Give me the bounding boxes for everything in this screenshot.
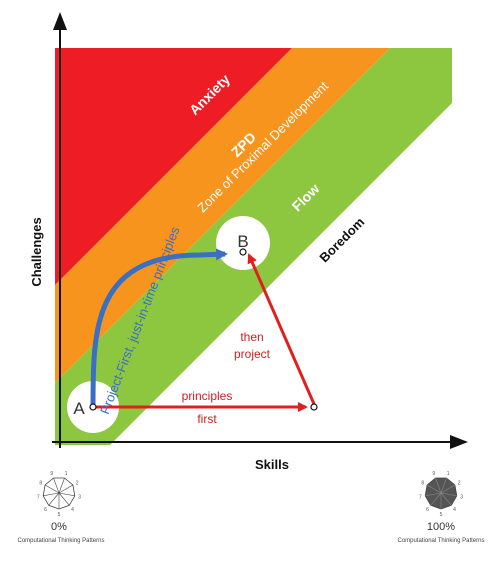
then-project-arrow xyxy=(247,253,316,405)
first-label: first xyxy=(197,412,217,426)
gauge-spoke xyxy=(440,484,456,494)
gauge-spoke xyxy=(440,477,447,494)
zpd-zone xyxy=(55,48,390,383)
gauge-spoke xyxy=(43,492,60,497)
gauge-spoke xyxy=(58,477,65,494)
gauge-spoke-label: 7 xyxy=(419,494,422,500)
gauge-spoke xyxy=(48,492,60,506)
gauge-spoke-label: 7 xyxy=(37,494,40,500)
principles-label: principles xyxy=(182,389,233,403)
right-gauge-percent: 100% xyxy=(427,521,455,533)
gauge-spoke-label: 4 xyxy=(71,507,74,513)
gauge-spoke xyxy=(44,484,60,494)
project-first-path xyxy=(90,248,228,408)
gauge-spoke xyxy=(58,492,75,497)
gauge-spoke-label: 8 xyxy=(421,480,424,486)
gauge-spoke xyxy=(426,484,442,494)
left-gauge-caption: Computational Thinking Patterns xyxy=(18,538,105,544)
gauge-spoke-label: 6 xyxy=(44,507,47,513)
right-gauge-caption: Computational Thinking Patterns xyxy=(398,538,485,544)
y-axis-arrowhead xyxy=(53,12,67,30)
gauge-spoke-label: 2 xyxy=(76,480,79,486)
gauge-spoke xyxy=(430,492,442,506)
left-gauge-percent: 0% xyxy=(51,521,67,533)
gauge-spoke xyxy=(425,492,442,497)
point-b-marker xyxy=(239,248,247,256)
gauge-spoke-label: 3 xyxy=(78,494,81,500)
point-b-label: B xyxy=(237,232,248,251)
y-axis-label: Challenges xyxy=(29,217,44,286)
gauge-spoke-label: 2 xyxy=(458,480,461,486)
gauge-spoke xyxy=(58,484,74,494)
gauge-spoke-label: 9 xyxy=(432,471,435,477)
then-label: then xyxy=(240,330,263,344)
x-axis-label: Skills xyxy=(255,457,289,472)
gauge-spoke-label: 5 xyxy=(58,512,61,518)
anxiety-zone xyxy=(55,48,292,285)
x-axis-arrowhead xyxy=(450,435,468,449)
gauge-spoke xyxy=(440,492,452,506)
gauge-spoke xyxy=(53,477,60,494)
gauge-spoke-label: 1 xyxy=(65,471,68,477)
point-a-label: A xyxy=(73,399,85,418)
gauge-spoke xyxy=(58,492,70,506)
gauge-spoke-label: 9 xyxy=(50,471,53,477)
ctp-gauge-full: 1 2 3 4 5 6 7 8 9 xyxy=(419,471,463,518)
ctp-gauge-empty: 1 2 3 4 5 6 7 8 9 xyxy=(37,471,81,518)
gauge-spoke xyxy=(440,492,457,497)
gauge-spoke-label: 8 xyxy=(39,480,42,486)
gauge-spoke-label: 4 xyxy=(453,507,456,513)
endpoint-marker xyxy=(310,403,318,411)
point-a-marker xyxy=(89,403,97,411)
gauge-spoke-label: 6 xyxy=(426,507,429,513)
gauge-spoke-label: 3 xyxy=(460,494,463,500)
gauge-spoke xyxy=(435,477,442,494)
project-label: project xyxy=(234,347,271,361)
gauge-spoke-label: 5 xyxy=(440,512,443,518)
gauge-spoke-label: 1 xyxy=(447,471,450,477)
